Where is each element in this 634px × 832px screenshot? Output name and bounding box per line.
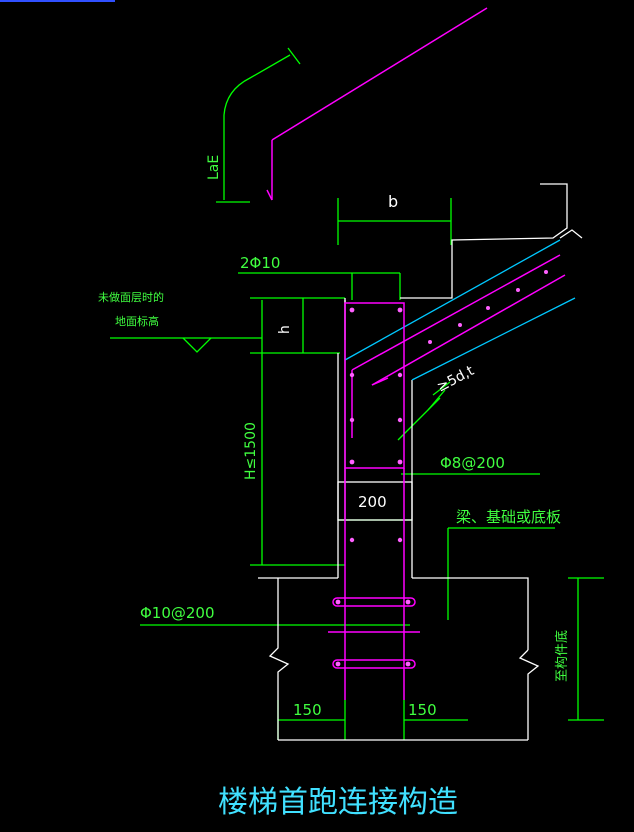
no-finish-label-1: 未做面层时的 <box>98 290 164 304</box>
stair-slab <box>344 239 576 381</box>
rebar-dots <box>335 270 548 667</box>
anchor-label: ≥5d,t <box>434 363 477 396</box>
stirrup-top-label: Φ8@200 <box>440 454 505 472</box>
beam-label: 梁、基础或底板 <box>456 508 561 526</box>
right-150-label: 150 <box>408 701 437 719</box>
drawing-title: 楼梯首跑连接构造 <box>218 785 458 820</box>
dimension-lines <box>110 47 604 740</box>
width-label: 200 <box>358 493 387 511</box>
rebar <box>266 7 566 700</box>
to-bottom-label: 至构件底 <box>554 630 570 682</box>
h-label: h <box>277 325 293 334</box>
stirrup-bottom-label: Φ10@200 <box>140 604 215 622</box>
left-150-label: 150 <box>293 701 322 719</box>
b-label: b <box>388 192 398 211</box>
top-rebar-label: 2Φ10 <box>240 254 280 272</box>
concrete-outline <box>258 183 583 741</box>
no-finish-label-2: 地面标高 <box>115 314 159 328</box>
lae-label: LaE <box>206 155 222 180</box>
H-label: H≤1500 <box>243 422 259 480</box>
